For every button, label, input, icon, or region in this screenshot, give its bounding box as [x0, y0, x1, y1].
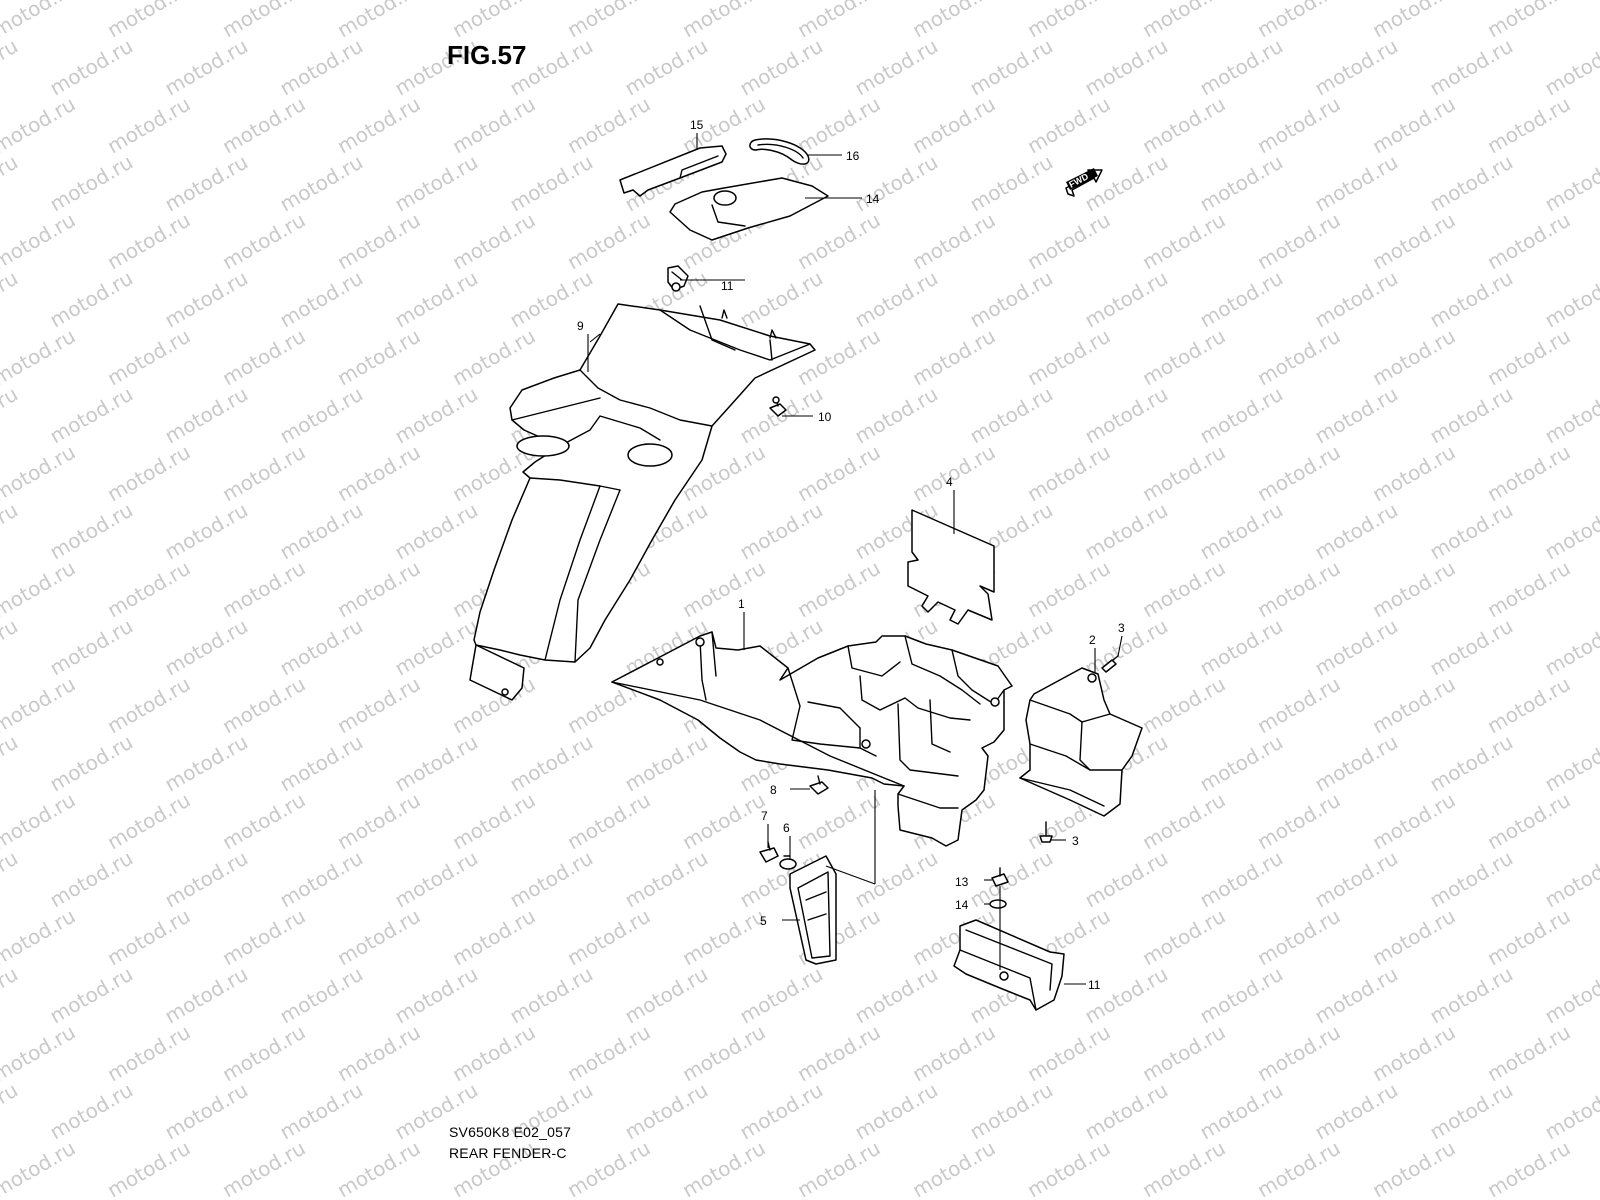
- part-8-bolt: [809, 775, 829, 795]
- callout-8: 8: [770, 783, 777, 797]
- part-2-bracket: [1019, 667, 1143, 817]
- part-1-inner-fender: [611, 631, 1013, 847]
- part-13-bolt: [991, 867, 1009, 887]
- part-16-strap: [619, 145, 727, 197]
- part-9-rear-fender: [469, 303, 816, 701]
- callout-3-lower: 3: [1072, 834, 1079, 848]
- part-14-washer: [989, 899, 1007, 909]
- watermark-text: motod.ru: [1598, 0, 1600, 42]
- callout-10: 10: [818, 410, 832, 424]
- callout-16: 15: [690, 118, 704, 132]
- callout-6: 6: [783, 821, 790, 835]
- part-4-plate: [907, 509, 995, 625]
- figure-name: REAR FENDER-C: [449, 1145, 567, 1161]
- callout-labels: 15 16 14 11 9 10 4 1 2 3 3 8 7 6 5 13 14…: [577, 118, 1125, 992]
- callout-9: 9: [577, 319, 584, 333]
- callout-12: 11: [1088, 978, 1101, 992]
- callout-7: 7: [761, 809, 768, 823]
- callout-17: 16: [846, 149, 860, 163]
- part-3-screw-upper: [1101, 655, 1119, 673]
- part-5-reflector-bracket: [789, 855, 837, 965]
- callout-4: 4: [946, 475, 953, 489]
- callout-13: 13: [955, 875, 969, 889]
- callout-15: 14: [866, 192, 880, 206]
- part-3-screw-lower: [1039, 821, 1053, 843]
- part-15-cover: [669, 177, 829, 241]
- part-12-splash-guard: [953, 919, 1065, 1011]
- callout-3-upper: 3: [1118, 621, 1125, 635]
- callout-2: 2: [1089, 633, 1096, 647]
- callout-11: 11: [721, 279, 734, 293]
- callout-1: 1: [738, 597, 745, 611]
- part-6-washer: [779, 855, 797, 870]
- part-17-band: [749, 138, 810, 165]
- leader-lines: [587, 133, 1123, 985]
- callout-5: 5: [760, 914, 767, 928]
- watermark-text: motod.ru: [0, 1194, 22, 1200]
- part-7-bolt: [759, 841, 779, 863]
- part-11-clamp: [667, 265, 689, 292]
- fwd-arrow-icon: FWD: [1065, 168, 1103, 197]
- callout-14: 14: [955, 898, 969, 912]
- part-10-bolt: [769, 396, 787, 417]
- figure-title: FIG.57: [447, 40, 527, 70]
- figure-code: SV650K8 E02_057: [449, 1124, 572, 1140]
